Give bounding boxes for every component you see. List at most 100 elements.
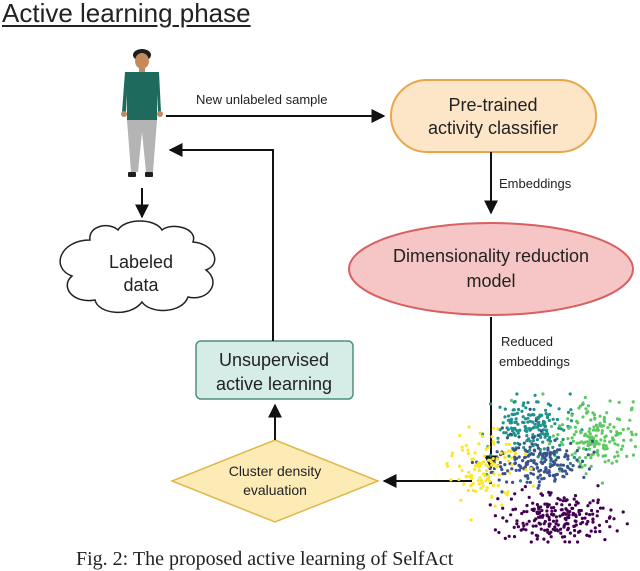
scatter-point bbox=[511, 508, 515, 512]
scatter-point bbox=[539, 468, 543, 472]
scatter-point bbox=[508, 471, 512, 475]
active-learning-node: Unsupervised active learning bbox=[195, 340, 354, 400]
scatter-point bbox=[513, 461, 518, 465]
scatter-point bbox=[602, 416, 607, 420]
scatter-point bbox=[597, 523, 602, 527]
scatter-point bbox=[629, 438, 633, 442]
scatter-point bbox=[507, 414, 511, 418]
scatter-point bbox=[518, 442, 522, 446]
scatter-point bbox=[589, 418, 593, 422]
scatter-point bbox=[511, 408, 515, 412]
scatter-point bbox=[539, 527, 543, 531]
scatter-point bbox=[580, 516, 584, 521]
scatter-point bbox=[610, 461, 614, 465]
scatter-point bbox=[516, 525, 521, 529]
scatter-point bbox=[527, 519, 531, 523]
scatter-point bbox=[576, 530, 581, 534]
scatter-point bbox=[569, 408, 573, 412]
scatter-point bbox=[600, 481, 605, 485]
scatter-point bbox=[609, 508, 613, 512]
scatter-point bbox=[545, 528, 550, 532]
scatter-point bbox=[572, 433, 576, 437]
scatter-point bbox=[588, 427, 592, 431]
scatter-point bbox=[581, 415, 585, 419]
scatter-point bbox=[523, 456, 527, 460]
scatter-point bbox=[484, 447, 488, 451]
scatter-point bbox=[611, 438, 615, 442]
scatter-point bbox=[507, 454, 511, 458]
scatter-point bbox=[545, 429, 549, 433]
scatter-point bbox=[543, 468, 548, 472]
scatter-point bbox=[489, 402, 493, 406]
scatter-point bbox=[496, 436, 500, 440]
scatter-point bbox=[621, 428, 625, 432]
scatter-point bbox=[551, 434, 555, 438]
scatter-point bbox=[480, 434, 485, 438]
scatter-point bbox=[614, 433, 618, 437]
scatter-point bbox=[594, 439, 599, 443]
scatter-point bbox=[522, 524, 526, 528]
scatter-point bbox=[583, 463, 587, 467]
scatter-point bbox=[497, 473, 501, 477]
scatter-point bbox=[615, 450, 619, 454]
scatter-point bbox=[590, 508, 594, 513]
page-title: Active learning phase bbox=[2, 0, 251, 28]
scatter-point bbox=[558, 443, 562, 447]
scatter-point bbox=[469, 484, 473, 488]
scatter-point bbox=[513, 400, 517, 404]
scatter-point bbox=[530, 507, 534, 512]
scatter-point bbox=[524, 406, 528, 410]
scatter-point bbox=[517, 455, 521, 459]
scatter-point bbox=[503, 491, 507, 495]
scatter-point bbox=[538, 522, 543, 526]
scatter-point bbox=[566, 437, 570, 441]
scatter-point bbox=[557, 424, 562, 428]
dim-reduction-node: Dimensionality reduction model bbox=[348, 222, 634, 316]
scatter-point bbox=[513, 492, 517, 496]
scatter-point bbox=[560, 503, 564, 507]
scatter-point bbox=[605, 519, 609, 524]
scatter-point bbox=[563, 535, 567, 539]
scatter-point bbox=[540, 515, 545, 519]
classifier-label-1: Pre-trained bbox=[448, 95, 537, 115]
scatter-point bbox=[542, 537, 546, 541]
scatter-point bbox=[536, 446, 541, 450]
scatter-point bbox=[625, 454, 629, 458]
scatter-point bbox=[545, 432, 550, 436]
scatter-point bbox=[573, 494, 578, 498]
scatter-point bbox=[571, 513, 575, 517]
scatter-point bbox=[553, 525, 557, 529]
scatter-point bbox=[556, 455, 561, 460]
scatter-point bbox=[559, 463, 563, 467]
scatter-point bbox=[498, 405, 502, 409]
scatter-point bbox=[503, 463, 507, 467]
scatter-point bbox=[601, 424, 606, 428]
scatter-point bbox=[527, 495, 531, 499]
active-learning-label-2: active learning bbox=[216, 374, 332, 394]
scatter-point bbox=[607, 459, 611, 463]
scatter-point bbox=[578, 465, 582, 469]
scatter-point bbox=[612, 517, 616, 521]
scatter-point bbox=[584, 447, 588, 452]
scatter-point bbox=[606, 426, 610, 430]
scatter-point bbox=[629, 408, 634, 412]
scatter-point bbox=[513, 412, 517, 416]
scatter-point bbox=[549, 530, 553, 534]
scatter-point bbox=[589, 529, 593, 533]
scatter-point bbox=[603, 460, 607, 464]
scatter-point bbox=[567, 513, 571, 517]
scatter-point bbox=[493, 514, 497, 518]
scatter-point bbox=[564, 507, 568, 511]
scatter-point bbox=[608, 399, 612, 403]
scatter-point bbox=[540, 454, 545, 458]
scatter-point bbox=[531, 472, 536, 476]
scatter-point bbox=[559, 531, 563, 535]
scatter-point bbox=[568, 392, 572, 396]
scatter-point bbox=[545, 502, 549, 506]
scatter-point bbox=[505, 426, 509, 430]
scatter-point bbox=[572, 497, 576, 501]
scatter-point bbox=[524, 468, 528, 472]
scatter-point bbox=[549, 424, 554, 429]
scatter-point bbox=[526, 401, 530, 405]
scatter-point bbox=[505, 480, 509, 484]
